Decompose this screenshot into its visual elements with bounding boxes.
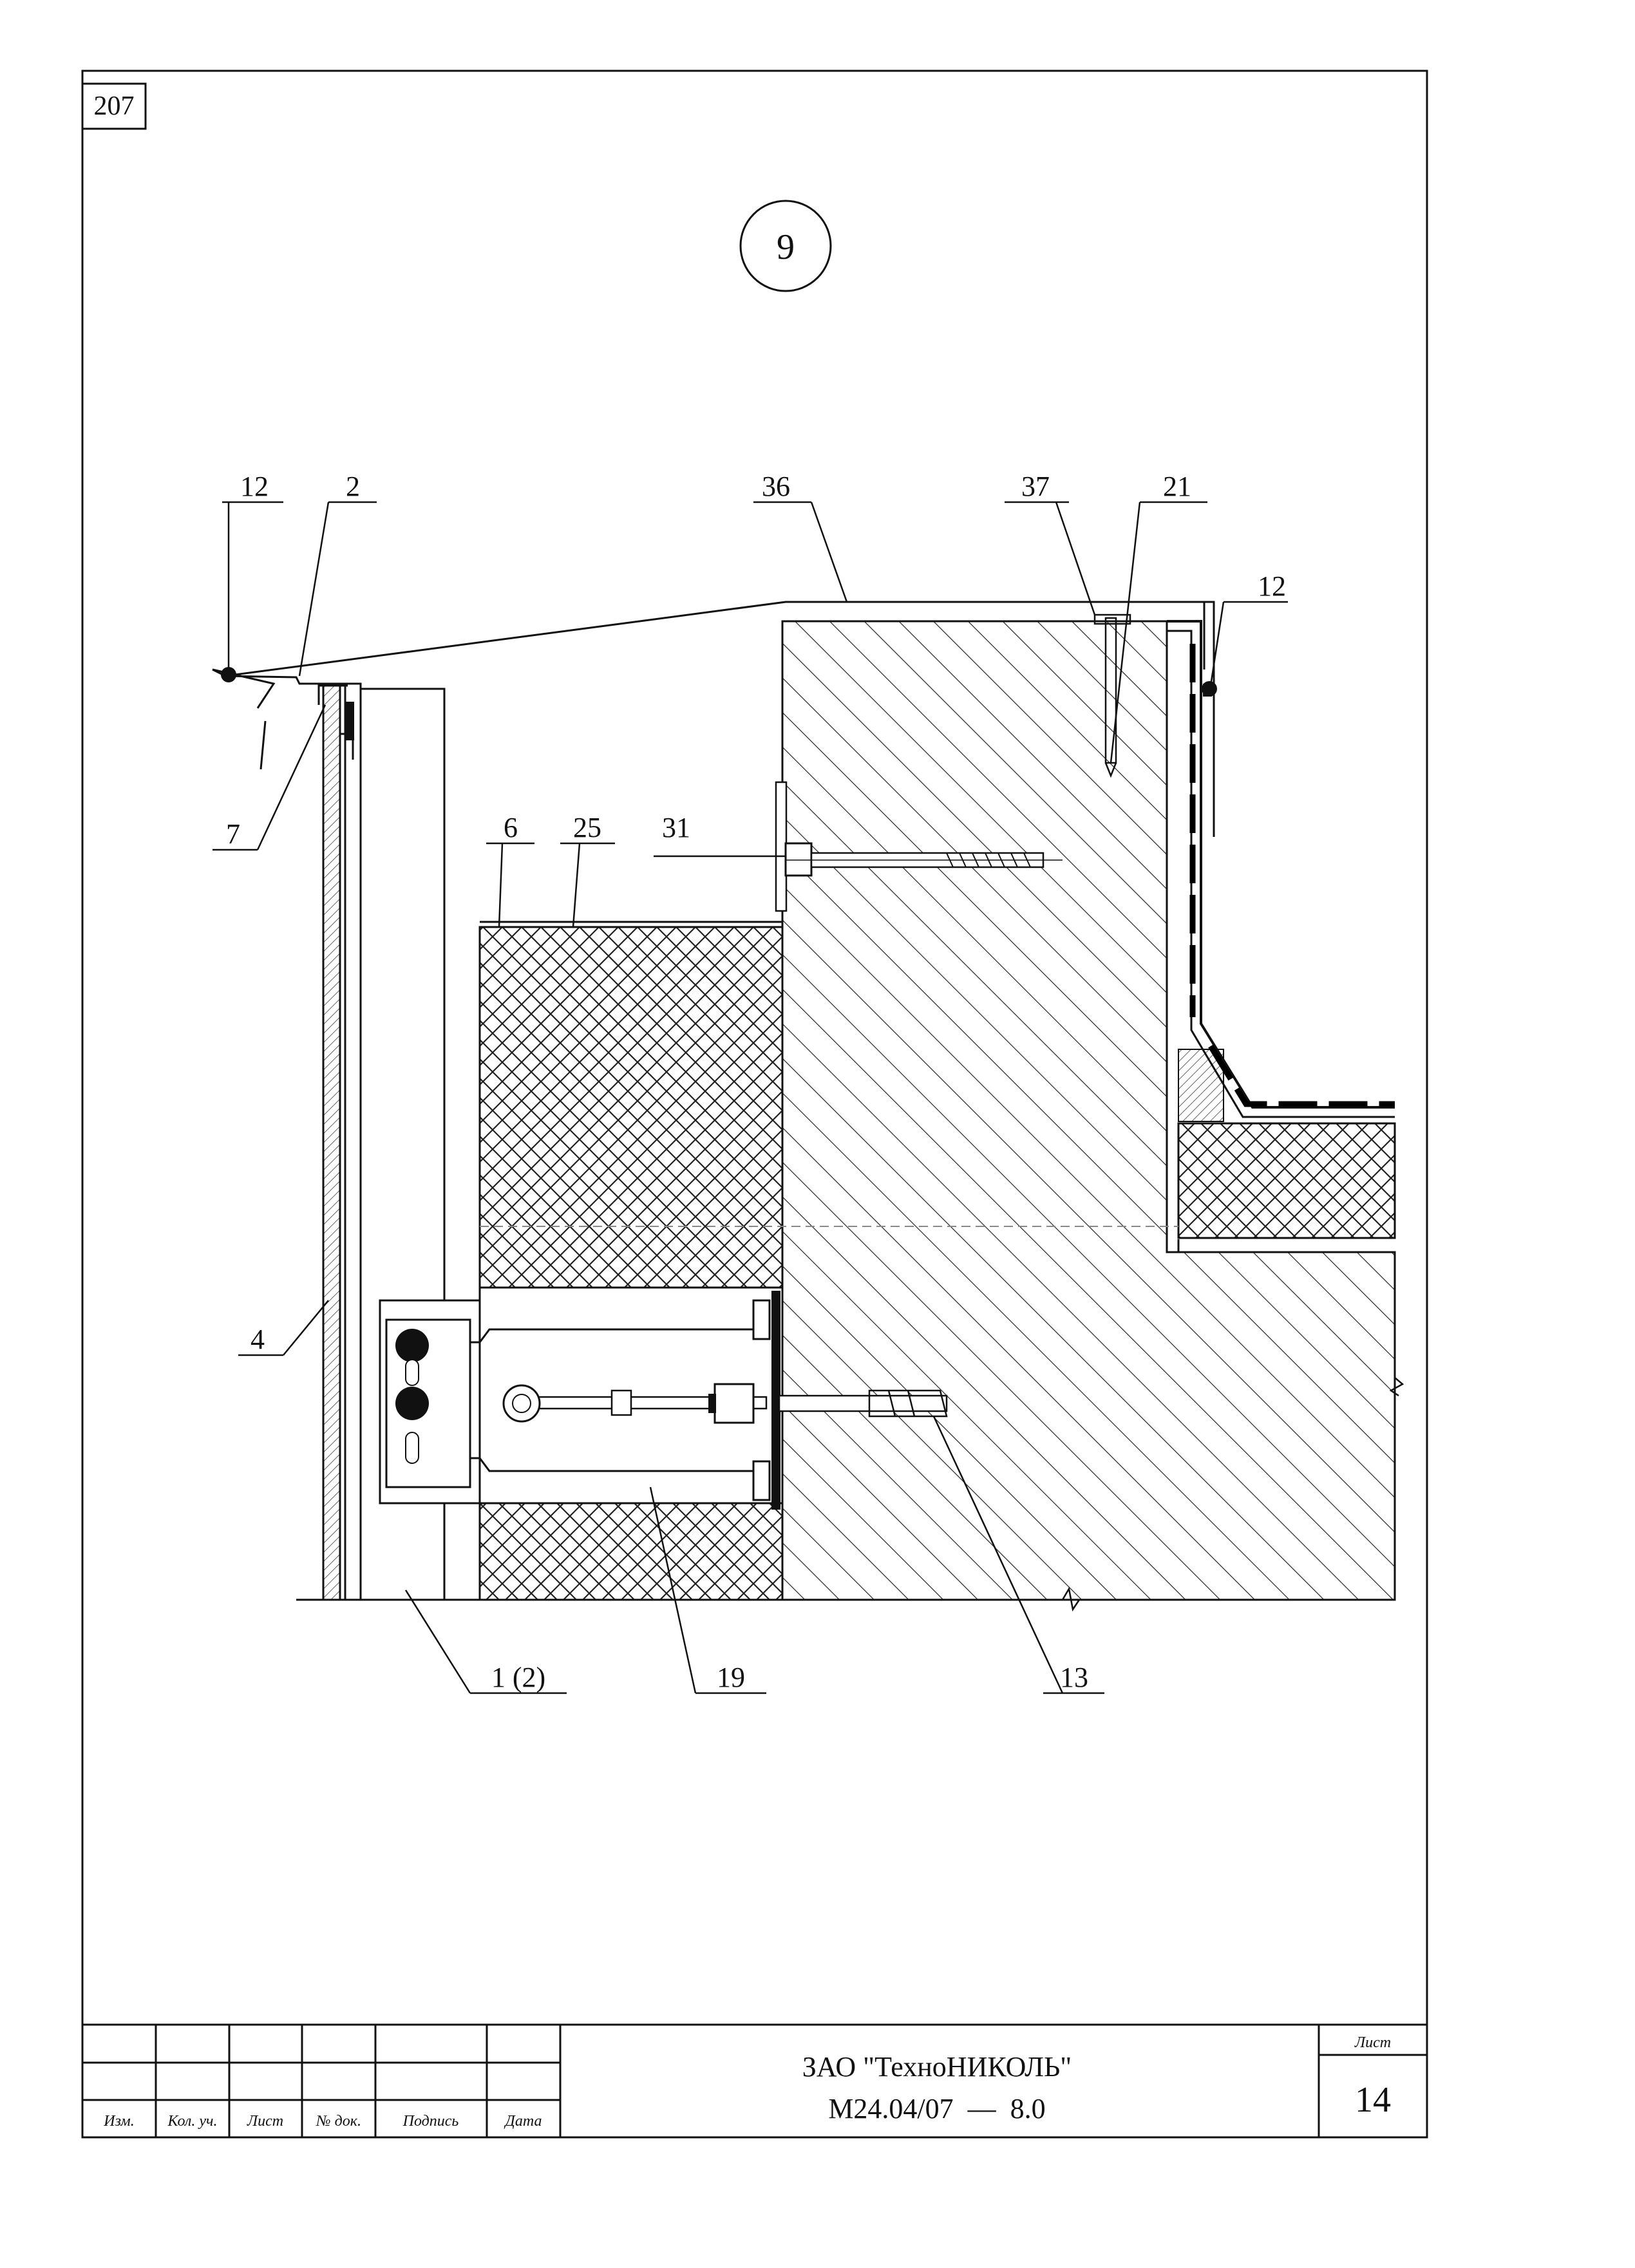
bracket-end: [752, 1299, 771, 1501]
roof-slope-fill: [1178, 1049, 1224, 1122]
detail-marker-circle: [739, 200, 832, 292]
roof-layer-line: [1166, 1239, 1180, 1253]
callout-4: 4: [250, 1324, 265, 1355]
insulation-slab-lower: [478, 1502, 784, 1601]
roof-insulation: [1177, 1122, 1396, 1239]
callout-2: 2: [346, 471, 360, 502]
vertical-guide-rail: [359, 688, 446, 1601]
bolt-square: [610, 1389, 632, 1416]
leader-4: [238, 1300, 329, 1356]
facade-panel: [322, 684, 341, 1601]
leader-6: [486, 842, 534, 928]
parapet-coping: [212, 601, 1217, 837]
callout-37: 37: [1021, 471, 1050, 502]
title-block-text: Изм. Кол. уч. Лист № док. Подпись Дата З…: [103, 2034, 1391, 2130]
rivet-lower: [395, 1387, 429, 1420]
callout-12-right: 12: [1258, 570, 1286, 602]
washer-right: [708, 1394, 716, 1413]
slot-hole-1: [405, 1359, 419, 1386]
insulation-slab-upper: [478, 926, 784, 1289]
title-block-frame: [81, 2023, 1428, 2139]
title-block: [81, 2023, 1428, 2139]
leader-21: [1110, 501, 1207, 764]
callout-31: 31: [662, 812, 690, 843]
leader-12-left: [222, 501, 283, 670]
coping-clamp-right: [1204, 601, 1215, 837]
callout-labels: 12 2 36 37 21 12 7 6 25 31 4 1 (2) 19 13: [226, 471, 1286, 1693]
sheet-id: 207: [94, 91, 135, 121]
callout-1-2: 1 (2): [491, 1662, 545, 1693]
detail-marker: 9: [739, 200, 832, 292]
col-header-izm: Изм.: [103, 2113, 134, 2130]
coping-bracket: [1093, 614, 1131, 625]
coping-drip-left: [212, 668, 276, 770]
leader-7: [213, 704, 326, 851]
facade-cladding: [317, 684, 446, 1601]
roof-assembly: [1166, 620, 1396, 1253]
leader-13: [932, 1416, 1104, 1694]
bracket-assembly: [379, 1286, 948, 1510]
leader-25: [560, 842, 615, 928]
callout-36: 36: [762, 471, 790, 502]
coping-dowel-tip: [1104, 762, 1117, 778]
thermal-insulation: [478, 921, 1178, 1601]
bracket-anchor-sleeve: [868, 1389, 948, 1418]
callout-12-left: 12: [240, 471, 269, 502]
leader-2: [298, 501, 377, 677]
leader-19: [649, 1486, 766, 1694]
callout-6: 6: [504, 812, 518, 843]
callout-19: 19: [717, 1662, 745, 1693]
callout-21: 21: [1163, 471, 1191, 502]
nut-right: [714, 1383, 755, 1424]
concrete-wall: [781, 620, 1396, 1601]
thermal-pad: [771, 1291, 780, 1510]
leader-12-right: [1209, 601, 1288, 686]
leader-36: [753, 501, 848, 603]
panel-top-hook: [317, 684, 348, 705]
company-name: ЗАО "ТехноНИКОЛЬ": [802, 2051, 1072, 2083]
leader-37: [1005, 501, 1096, 615]
slot-hole-2: [405, 1432, 419, 1464]
sheet-label: Лист: [1354, 2034, 1391, 2051]
col-header-kol-uch: Кол. уч.: [167, 2113, 218, 2130]
document-code: М24.04/07 — 8.0: [828, 2093, 1045, 2124]
rivet-left: [221, 667, 236, 682]
waterproofing-membrane: [1167, 620, 1395, 1109]
membrane-dark-slope: [1208, 1044, 1395, 1107]
insulation-anchor: [775, 781, 1063, 912]
callout-7: 7: [226, 818, 240, 850]
leader-1-2: [404, 1589, 567, 1694]
detail-number: 9: [777, 227, 795, 267]
callout-25: 25: [573, 812, 601, 843]
bracket-anchor-shaft: [778, 1394, 948, 1412]
break-line-right: [1389, 1377, 1404, 1397]
waterproofing-membrane-inner: [1167, 630, 1395, 1118]
callout-13: 13: [1060, 1662, 1088, 1693]
rivet-upper: [395, 1329, 429, 1362]
leader-lines: [213, 501, 1288, 1694]
sheet-id-box: [81, 82, 147, 130]
panel-top-fixing: [345, 702, 354, 740]
nut-left-inner: [512, 1394, 531, 1413]
sheet-number: 14: [1355, 2080, 1391, 2120]
col-header-doc-no: № док.: [316, 2113, 361, 2130]
col-header-signature: Подпись: [402, 2113, 459, 2130]
col-header-date: Дата: [504, 2113, 542, 2130]
col-header-list: Лист: [247, 2113, 283, 2130]
rivet-right: [1202, 681, 1217, 697]
anchor-head: [784, 842, 813, 877]
